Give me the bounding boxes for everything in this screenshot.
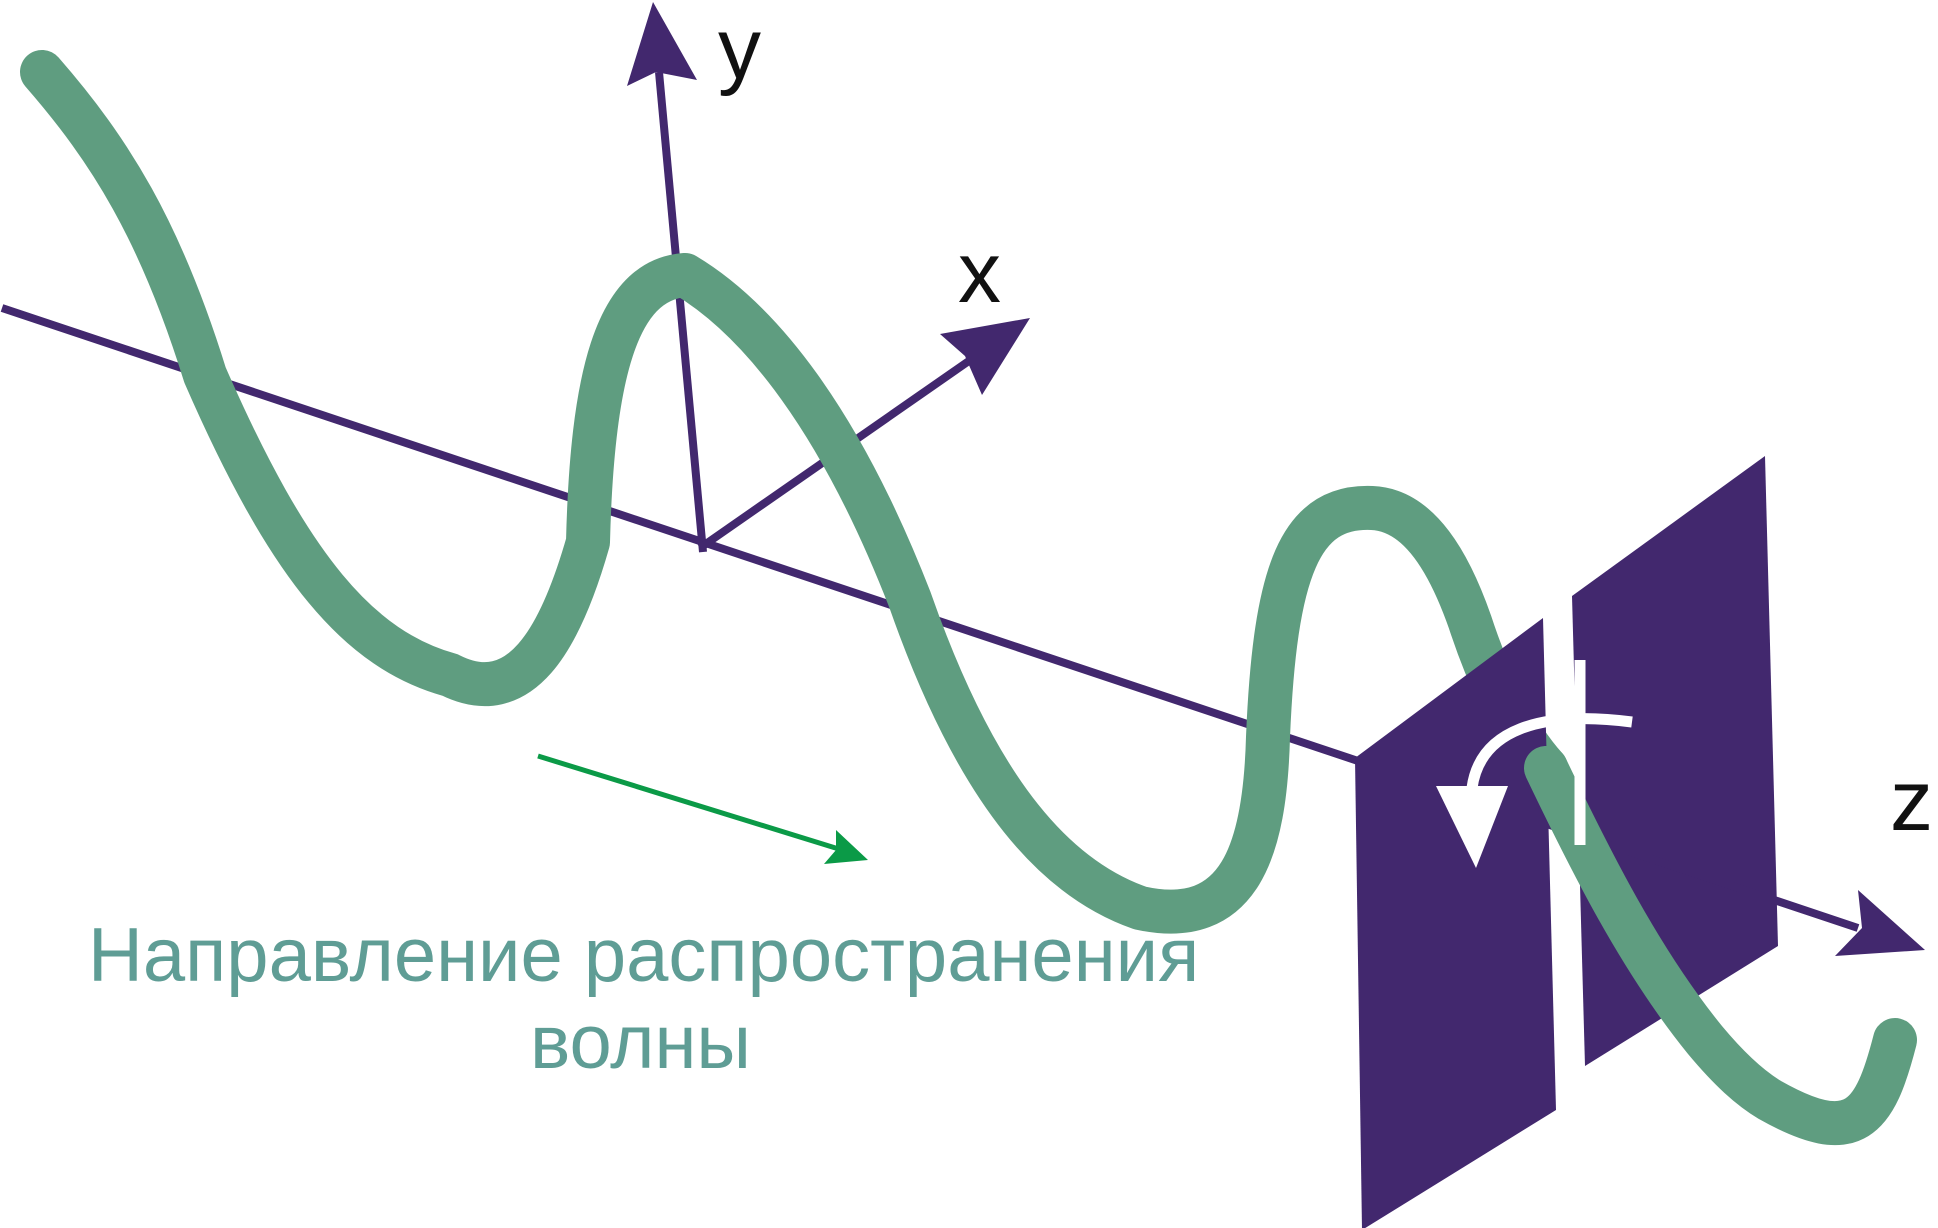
direction-arrow-icon	[824, 830, 868, 864]
wave-curve-exit	[1524, 746, 1917, 1146]
caption-line-2: волны	[530, 1000, 751, 1085]
z-axis-label: z	[1890, 753, 1933, 849]
z-axis-arrowhead	[1835, 890, 1925, 956]
y-axis-label: y	[718, 1, 761, 97]
y-axis-arrowhead	[627, 2, 697, 86]
x-axis-arrowhead	[940, 318, 1030, 395]
polarizer-plate-front	[1355, 618, 1556, 1228]
wave-curve	[20, 50, 1568, 934]
x-axis-label: x	[958, 225, 1001, 321]
rotation-arrowhead	[1436, 786, 1508, 868]
y-axis	[655, 71, 707, 553]
caption-line-1: Направление распространения	[88, 913, 1199, 998]
rotation-arrow-curve	[1466, 713, 1633, 789]
direction-arrow-line	[537, 753, 843, 853]
